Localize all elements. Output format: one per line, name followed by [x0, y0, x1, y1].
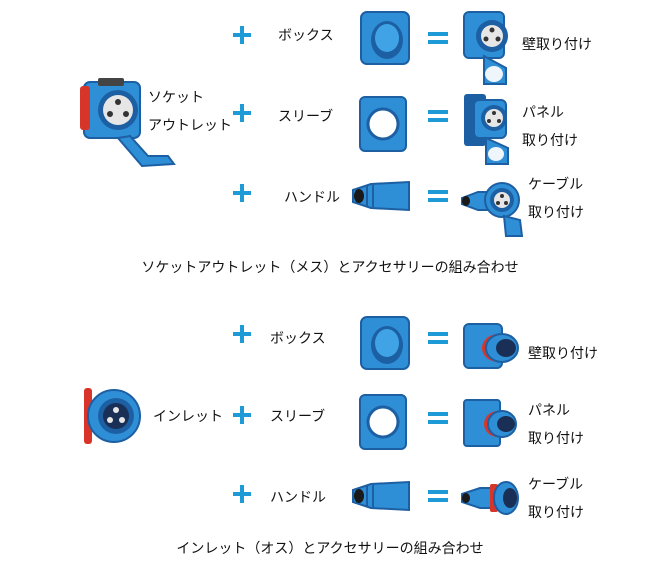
- socket-cable-mount-image: [460, 176, 524, 240]
- result-label-panel-line-2: 取り付け: [522, 133, 578, 149]
- plus-icon: [233, 104, 251, 122]
- inlet-cable-mount-image: [460, 478, 522, 518]
- result-label-cable-line-2: 取り付け: [528, 205, 584, 221]
- socket-panel-mount-image: [462, 92, 518, 168]
- equals-icon: [428, 488, 448, 504]
- box-accessory-image: [357, 10, 415, 68]
- equals-icon: [428, 410, 448, 426]
- accessory-label-handle: ハンドル: [270, 490, 326, 506]
- equals-icon: [428, 188, 448, 204]
- result-label-cable-line-2: 取り付け: [528, 505, 584, 521]
- inlet-section-caption: インレット（オス）とアクセサリーの組み合わせ: [176, 541, 484, 557]
- handle-accessory-image: [351, 178, 411, 214]
- result-label-panel-line-1: パネル: [522, 105, 564, 121]
- sleeve-accessory-image: [358, 95, 408, 153]
- result-label-wall: 壁取り付け: [522, 37, 592, 53]
- socket-outlet-image: [78, 78, 176, 170]
- result-label-cable-line-1: ケーブル: [528, 177, 584, 193]
- socket-wall-mount-image: [462, 10, 518, 86]
- result-label-wall: 壁取り付け: [528, 346, 598, 362]
- sleeve-accessory-image: [358, 393, 408, 451]
- inlet-label: インレット: [153, 409, 223, 425]
- plus-icon: [233, 325, 251, 343]
- equals-icon: [428, 330, 448, 346]
- plus-icon: [233, 184, 251, 202]
- plus-icon: [233, 485, 251, 503]
- handle-accessory-image: [351, 478, 411, 514]
- accessory-label-box: ボックス: [278, 28, 334, 44]
- result-label-panel-line-1: パネル: [528, 403, 570, 419]
- result-label-cable-line-1: ケーブル: [528, 477, 584, 493]
- socket-section-caption: ソケットアウトレット（メス）とアクセサリーの組み合わせ: [141, 260, 519, 276]
- box-accessory-image: [357, 315, 415, 373]
- accessory-label-sleeve: スリーブ: [270, 409, 326, 425]
- equals-icon: [428, 30, 448, 46]
- inlet-panel-mount-image: [462, 398, 520, 450]
- inlet-wall-mount-image: [462, 322, 520, 374]
- inlet-image: [84, 388, 141, 444]
- plus-icon: [233, 406, 251, 424]
- accessory-label-handle: ハンドル: [284, 190, 340, 206]
- accessory-label-box: ボックス: [270, 331, 326, 347]
- socket-label-line-1: ソケット: [148, 90, 204, 106]
- plus-icon: [233, 26, 251, 44]
- socket-label-line-2: アウトレット: [148, 118, 232, 134]
- equals-icon: [428, 108, 448, 124]
- result-label-panel-line-2: 取り付け: [528, 431, 584, 447]
- accessory-label-sleeve: スリーブ: [278, 109, 334, 125]
